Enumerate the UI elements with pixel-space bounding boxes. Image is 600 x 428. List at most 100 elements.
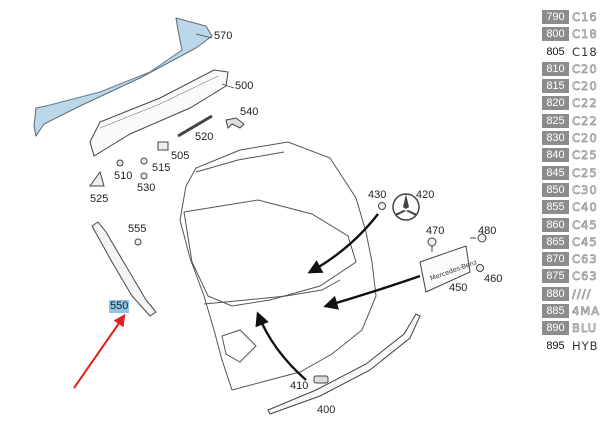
legend-badge-text: 4MA bbox=[572, 305, 600, 319]
legend-row[interactable]: 805 C18 bbox=[542, 45, 600, 59]
clip-530-part[interactable] bbox=[140, 172, 148, 180]
legend-code: 790 bbox=[542, 10, 569, 24]
callout-550-selected[interactable]: 550 bbox=[109, 300, 130, 313]
legend-code: 865 bbox=[542, 234, 569, 249]
legend-badge-text: C22 bbox=[572, 114, 598, 128]
legend-row[interactable]: 895 HYB bbox=[542, 339, 600, 353]
legend-badge-text: C40 bbox=[572, 201, 598, 215]
callout-500[interactable]: 500 bbox=[235, 80, 254, 92]
legend-badge-text: C22 bbox=[572, 97, 598, 111]
lower-trim-strip[interactable] bbox=[267, 313, 421, 415]
legend-code: 895 bbox=[546, 339, 565, 352]
exploded-parts-diagram: Mercedes-Benz bbox=[33, 17, 487, 415]
clip-510-part[interactable] bbox=[116, 159, 124, 167]
clip-515-part[interactable] bbox=[140, 157, 148, 165]
legend-code: 890 bbox=[542, 321, 569, 336]
bolt-470-part[interactable] bbox=[427, 237, 437, 252]
legend-code: 860 bbox=[542, 217, 569, 232]
callout-520[interactable]: 520 bbox=[195, 131, 214, 143]
legend-code: 855 bbox=[542, 200, 569, 215]
wiper-arm-part[interactable] bbox=[177, 114, 213, 138]
callout-470[interactable]: 470 bbox=[426, 225, 445, 237]
legend-badge-text: C63 bbox=[572, 270, 598, 284]
side-trim-part[interactable] bbox=[91, 221, 157, 317]
legend-badge-text: C25 bbox=[572, 149, 598, 163]
legend-code: 815 bbox=[542, 79, 569, 94]
legend-code: 820 bbox=[542, 96, 569, 111]
legend-code: 875 bbox=[542, 269, 569, 284]
legend-badge-text: HYB bbox=[572, 339, 599, 353]
legend-badge-text: C30 bbox=[572, 183, 598, 197]
callout-525[interactable]: 525 bbox=[90, 193, 109, 205]
legend-badge-text: C20 bbox=[572, 132, 598, 146]
callout-515[interactable]: 515 bbox=[152, 162, 171, 174]
red-pointer-arrow bbox=[73, 314, 126, 389]
callout-420[interactable]: 420 bbox=[416, 189, 435, 201]
legend-code: 870 bbox=[542, 252, 569, 267]
handle-410-part[interactable] bbox=[313, 375, 329, 384]
callout-430[interactable]: 430 bbox=[368, 189, 387, 201]
callout-510[interactable]: 510 bbox=[114, 170, 133, 182]
arrow-410-to-tailgate bbox=[255, 311, 307, 381]
legend-code: 880 bbox=[542, 286, 569, 301]
legend-badge-text: C16 bbox=[572, 11, 598, 24]
arrow-450-to-tailgate bbox=[323, 274, 421, 310]
clip-555-part[interactable] bbox=[134, 238, 142, 246]
wiper-bracket-part[interactable] bbox=[225, 117, 245, 129]
legend-badge-text: C45 bbox=[572, 218, 598, 232]
nut-460-part[interactable] bbox=[476, 264, 484, 272]
callout-480[interactable]: 480 bbox=[478, 225, 497, 237]
callout-540[interactable]: 540 bbox=[240, 106, 259, 118]
star-emblem-part[interactable] bbox=[392, 193, 420, 221]
callout-570[interactable]: 570 bbox=[214, 30, 233, 42]
roof-spoiler-part[interactable] bbox=[33, 17, 213, 138]
legend-row[interactable]: 880//// bbox=[542, 286, 600, 301]
legend-code: 800 bbox=[542, 27, 569, 42]
clip-430-part[interactable] bbox=[378, 202, 386, 210]
callout-450[interactable]: 450 bbox=[449, 282, 468, 294]
callout-530[interactable]: 530 bbox=[137, 182, 156, 194]
legend-code: 825 bbox=[542, 113, 569, 128]
legend-badge-text: //// bbox=[572, 287, 592, 301]
legend-code: 845 bbox=[542, 165, 569, 180]
callout-505[interactable]: 505 bbox=[171, 150, 190, 162]
legend-code: 840 bbox=[542, 148, 569, 163]
legend-badge-text: C18 bbox=[572, 28, 598, 42]
legend-badge-text: BLU bbox=[572, 322, 598, 336]
callout-400[interactable]: 400 bbox=[317, 404, 336, 416]
pad-525-part[interactable] bbox=[89, 170, 105, 187]
legend-badge-text: C18 bbox=[572, 45, 598, 59]
clip-505-part[interactable] bbox=[157, 141, 169, 151]
legend-code: 850 bbox=[542, 182, 569, 197]
legend-code: 885 bbox=[542, 304, 569, 319]
screw-480-part[interactable] bbox=[470, 233, 487, 243]
tailgate-body bbox=[179, 141, 377, 391]
legend-code: 805 bbox=[546, 45, 565, 58]
legend-badge-text: C20 bbox=[572, 62, 598, 76]
spoiler-cover-part[interactable] bbox=[89, 69, 229, 157]
legend-badge-text: C45 bbox=[572, 235, 598, 249]
callout-555[interactable]: 555 bbox=[128, 223, 147, 235]
callout-460[interactable]: 460 bbox=[484, 273, 503, 285]
callout-410[interactable]: 410 bbox=[290, 380, 309, 392]
legend-badge-text: C63 bbox=[572, 253, 598, 267]
arrow-430-to-tailgate bbox=[307, 213, 379, 274]
